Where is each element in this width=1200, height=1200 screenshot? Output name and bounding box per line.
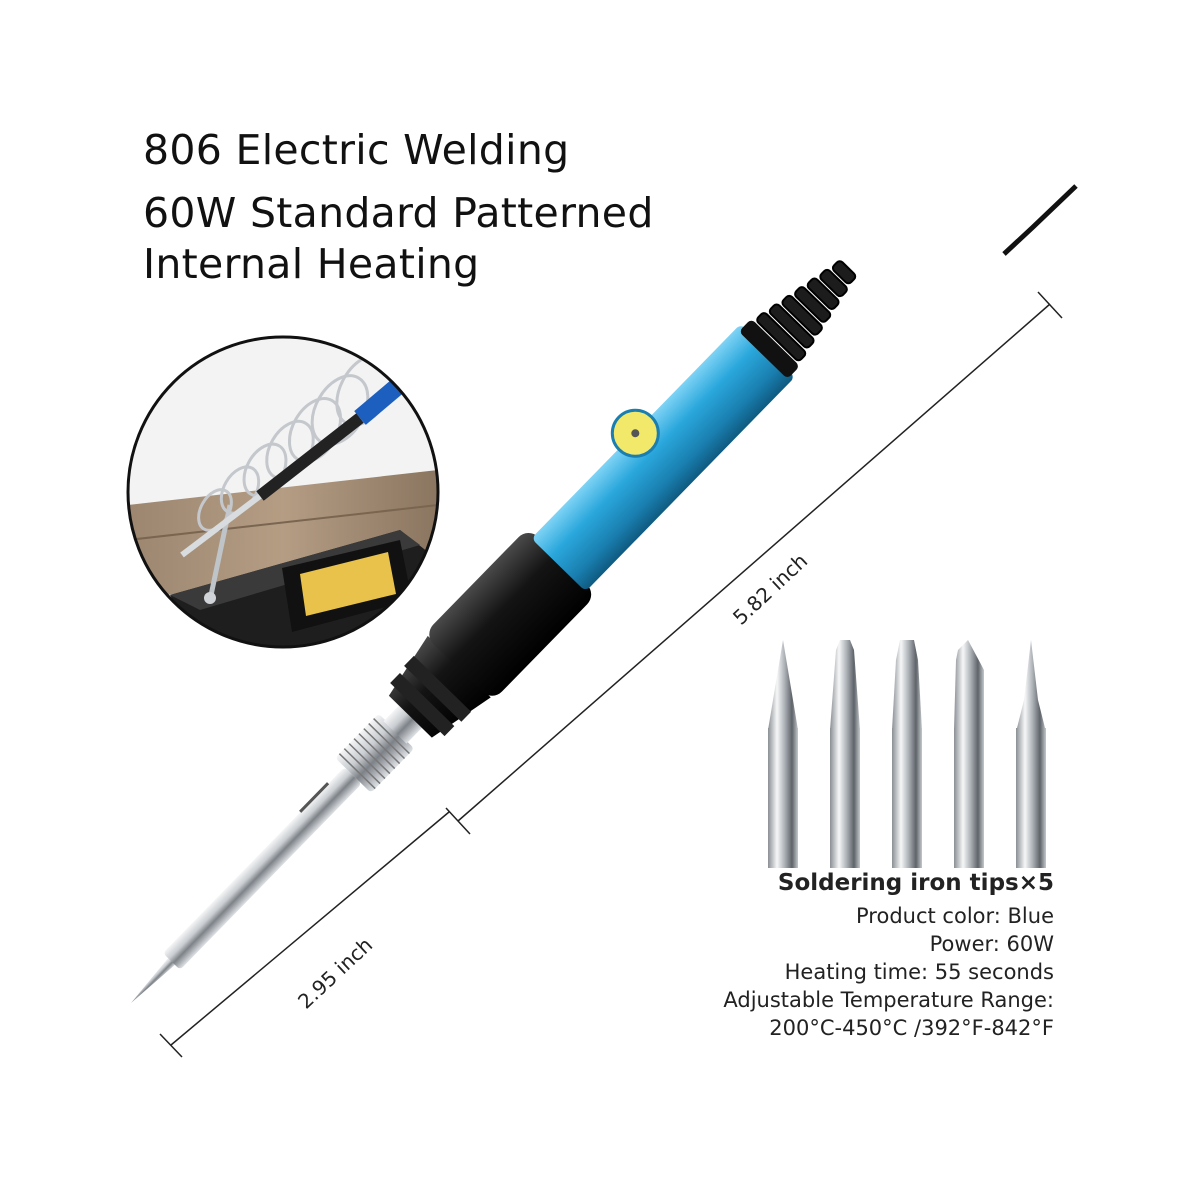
headline-line-1: 806 Electric Welding [143,126,570,174]
soldering-iron-illustration [131,260,857,1003]
spec-range-value: 200°C-450°C /392°F-842°F [769,1016,1054,1040]
spec-range-label: Adjustable Temperature Range: [723,988,1054,1012]
spec-heating: Heating time: 55 seconds [784,960,1054,984]
soldering-tips-set [768,640,1046,868]
headline-line-3: Internal Heating [143,240,480,288]
specs-block: Soldering iron tips×5 Product color: Blu… [723,870,1054,1042]
spec-power: Power: 60W [929,932,1054,956]
soldering-tip-icon [768,640,798,868]
power-cable [1002,184,1078,256]
soldering-tip-icon [954,640,984,868]
soldering-tip-icon [1016,640,1046,868]
soldering-tip-icon [830,640,860,868]
spec-color: Product color: Blue [856,904,1054,928]
tips-title: Soldering iron tips×5 [777,870,1054,896]
tip-dimension-line [159,811,450,1058]
length-dimension-line [445,291,1063,835]
soldering-tip-icon [892,640,922,868]
headline-line-2: 60W Standard Patterned [143,189,654,237]
soldering-stand-photo [126,335,440,649]
